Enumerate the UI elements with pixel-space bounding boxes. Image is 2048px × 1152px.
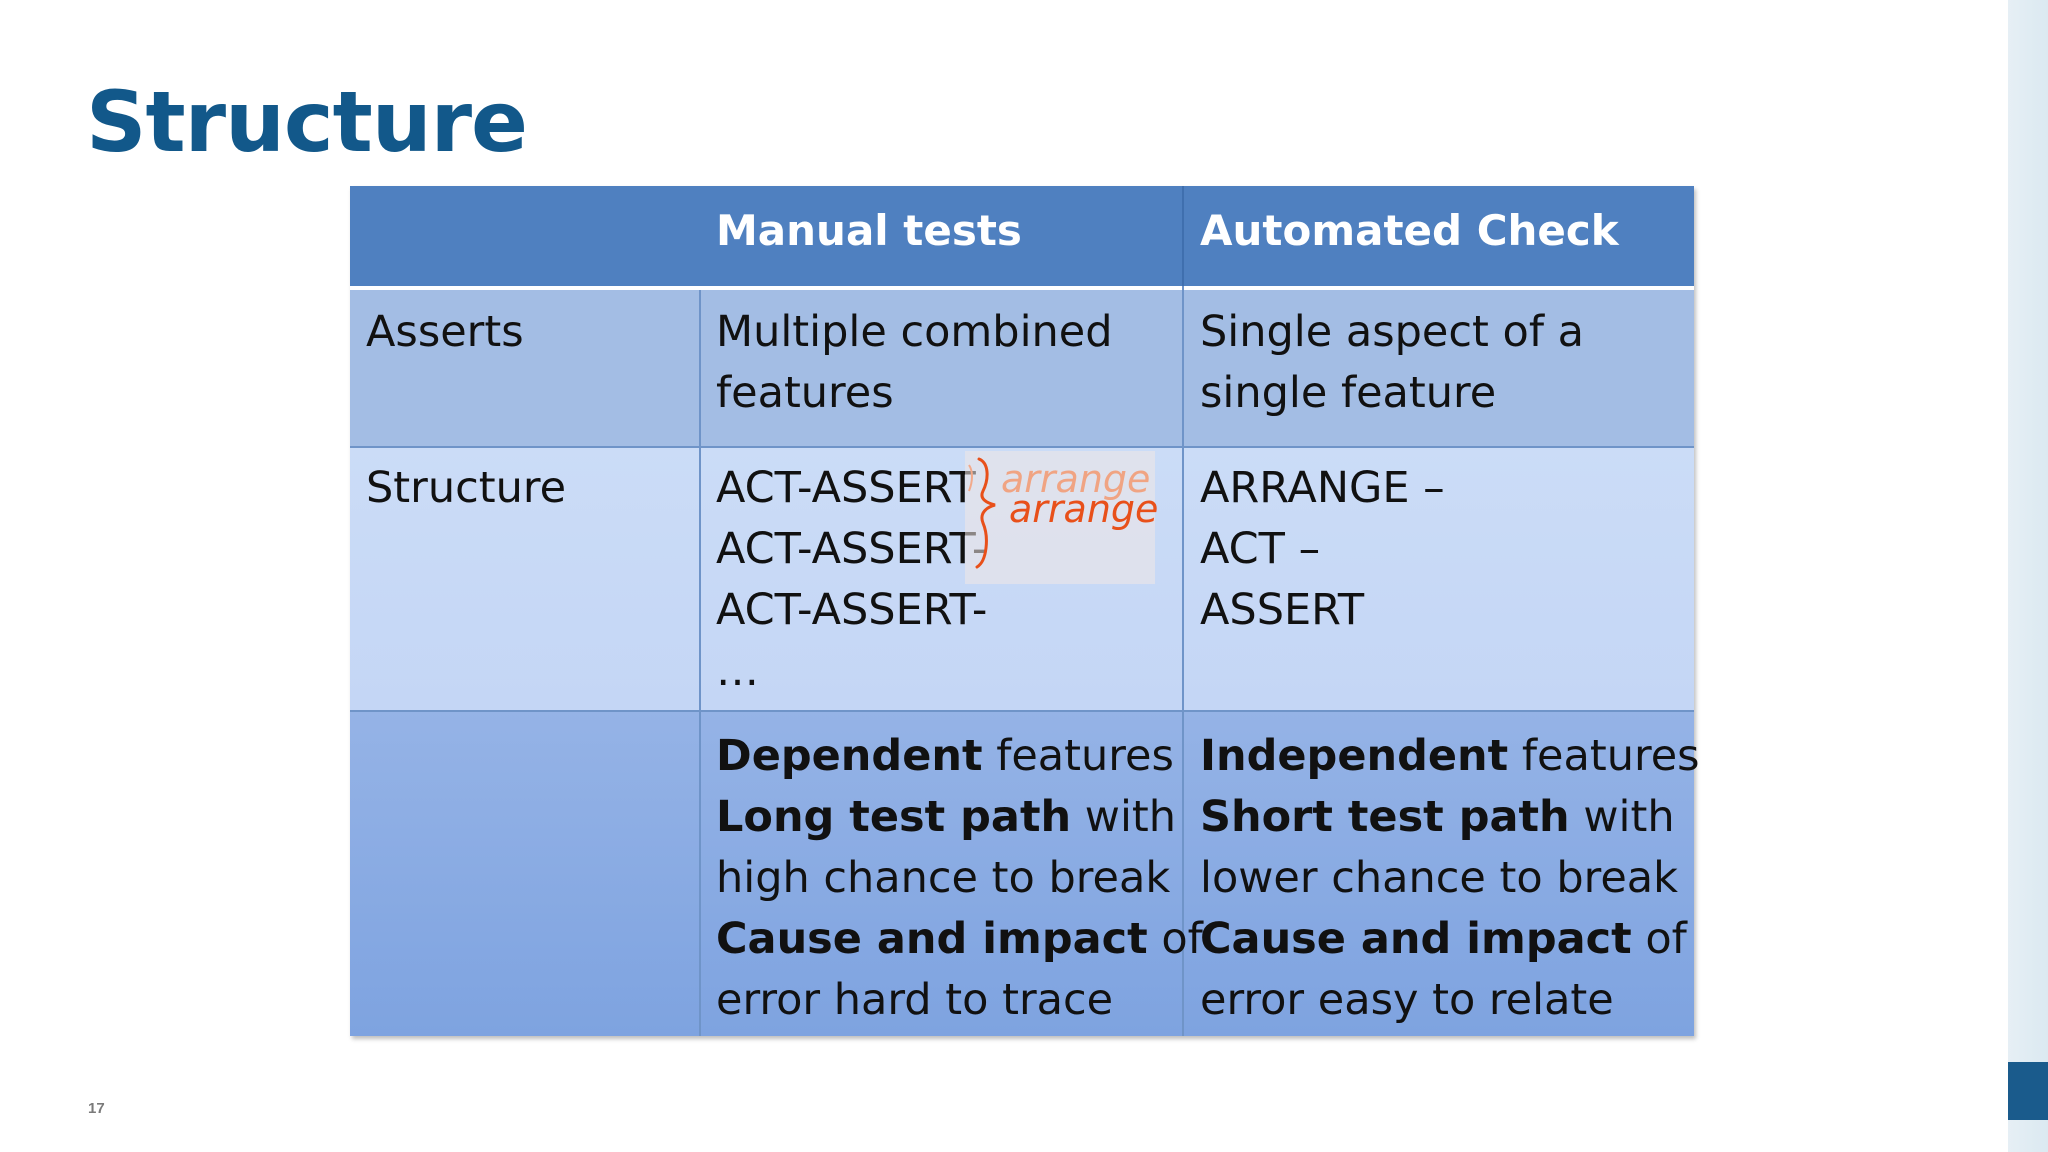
header-divider bbox=[350, 286, 1694, 290]
header-column-divider bbox=[1182, 186, 1184, 286]
cell-line: ACT-ASSERT bbox=[716, 463, 976, 513]
brace-icon bbox=[968, 457, 996, 569]
side-accent-bar bbox=[2008, 1062, 2048, 1120]
plain-text: with bbox=[1071, 792, 1177, 842]
header-automated-check: Automated Check bbox=[1200, 206, 1619, 255]
cell-line: single feature bbox=[1200, 368, 1497, 418]
cell-line: error easy to relate bbox=[1200, 970, 1700, 1031]
cell-line: Short test path with bbox=[1200, 787, 1700, 848]
page-number: 17 bbox=[88, 1100, 105, 1117]
bold-text: Cause and impact bbox=[716, 914, 1148, 964]
cell-line: ACT-ASSERT- bbox=[716, 585, 988, 635]
plain-text: error easy to relate bbox=[1200, 975, 1614, 1025]
cell-line: Cause and impact of bbox=[716, 909, 1203, 970]
bold-text: Dependent bbox=[716, 731, 983, 781]
plain-text: features bbox=[1508, 731, 1700, 781]
structure-manual-cell: ACT-ASSERT ACT-ASSERT- ACT-ASSERT- … bbox=[716, 458, 987, 702]
row-label-structure: Structure bbox=[366, 463, 567, 513]
cell-line: ACT-ASSERT- bbox=[716, 524, 988, 574]
cell-line: lower chance to break bbox=[1200, 848, 1700, 909]
cell-line: Dependent features bbox=[716, 726, 1203, 787]
slide-title: Structure bbox=[86, 73, 528, 171]
column-divider bbox=[699, 290, 701, 1036]
arrange-annotation: arrange arrange bbox=[965, 451, 1159, 584]
cell-line: error hard to trace bbox=[716, 970, 1203, 1031]
bold-text: Cause and impact bbox=[1200, 914, 1632, 964]
row-divider bbox=[350, 446, 1694, 448]
bold-text: Short test path bbox=[1200, 792, 1570, 842]
plain-text: high chance to break bbox=[716, 853, 1171, 903]
cell-line: high chance to break bbox=[716, 848, 1203, 909]
plain-text: of bbox=[1631, 914, 1687, 964]
structure-automated-cell: ARRANGE – ACT – ASSERT bbox=[1200, 458, 1445, 641]
asserts-automated-cell: Single aspect of a single feature bbox=[1200, 302, 1584, 424]
column-divider bbox=[1182, 186, 1184, 1036]
cell-line: ACT – bbox=[1200, 524, 1321, 574]
arrange-text-faint: arrange bbox=[1001, 457, 1151, 501]
asserts-manual-cell: Multiple combined features bbox=[716, 302, 1113, 424]
comparison-automated-cell: Independent features Short test path wit… bbox=[1200, 726, 1700, 1031]
cell-line: ARRANGE – bbox=[1200, 463, 1445, 513]
side-strip bbox=[2008, 0, 2048, 1152]
cell-line: Multiple combined bbox=[716, 307, 1113, 357]
plain-text: lower chance to break bbox=[1200, 853, 1679, 903]
header-manual-tests: Manual tests bbox=[716, 206, 1022, 255]
row-label-asserts: Asserts bbox=[366, 307, 524, 357]
plain-text: error hard to trace bbox=[716, 975, 1114, 1025]
plain-text: of bbox=[1147, 914, 1203, 964]
bold-text: Long test path bbox=[716, 792, 1072, 842]
cell-line: Long test path with bbox=[716, 787, 1203, 848]
cell-line: features bbox=[716, 368, 894, 418]
plain-text: features bbox=[982, 731, 1174, 781]
cell-line: Single aspect of a bbox=[1200, 307, 1584, 357]
cell-line: Independent features bbox=[1200, 726, 1700, 787]
bold-text: Independent bbox=[1200, 731, 1509, 781]
row-divider bbox=[350, 710, 1694, 712]
cell-line: ASSERT bbox=[1200, 585, 1365, 635]
plain-text: with bbox=[1569, 792, 1675, 842]
arrange-text-strong: arrange bbox=[1009, 487, 1159, 531]
comparison-table: Manual tests Automated Check Asserts Mul… bbox=[350, 186, 1700, 1036]
cell-line: Cause and impact of bbox=[1200, 909, 1700, 970]
cell-line: … bbox=[716, 646, 759, 696]
comparison-manual-cell: Dependent features Long test path with h… bbox=[716, 726, 1203, 1031]
